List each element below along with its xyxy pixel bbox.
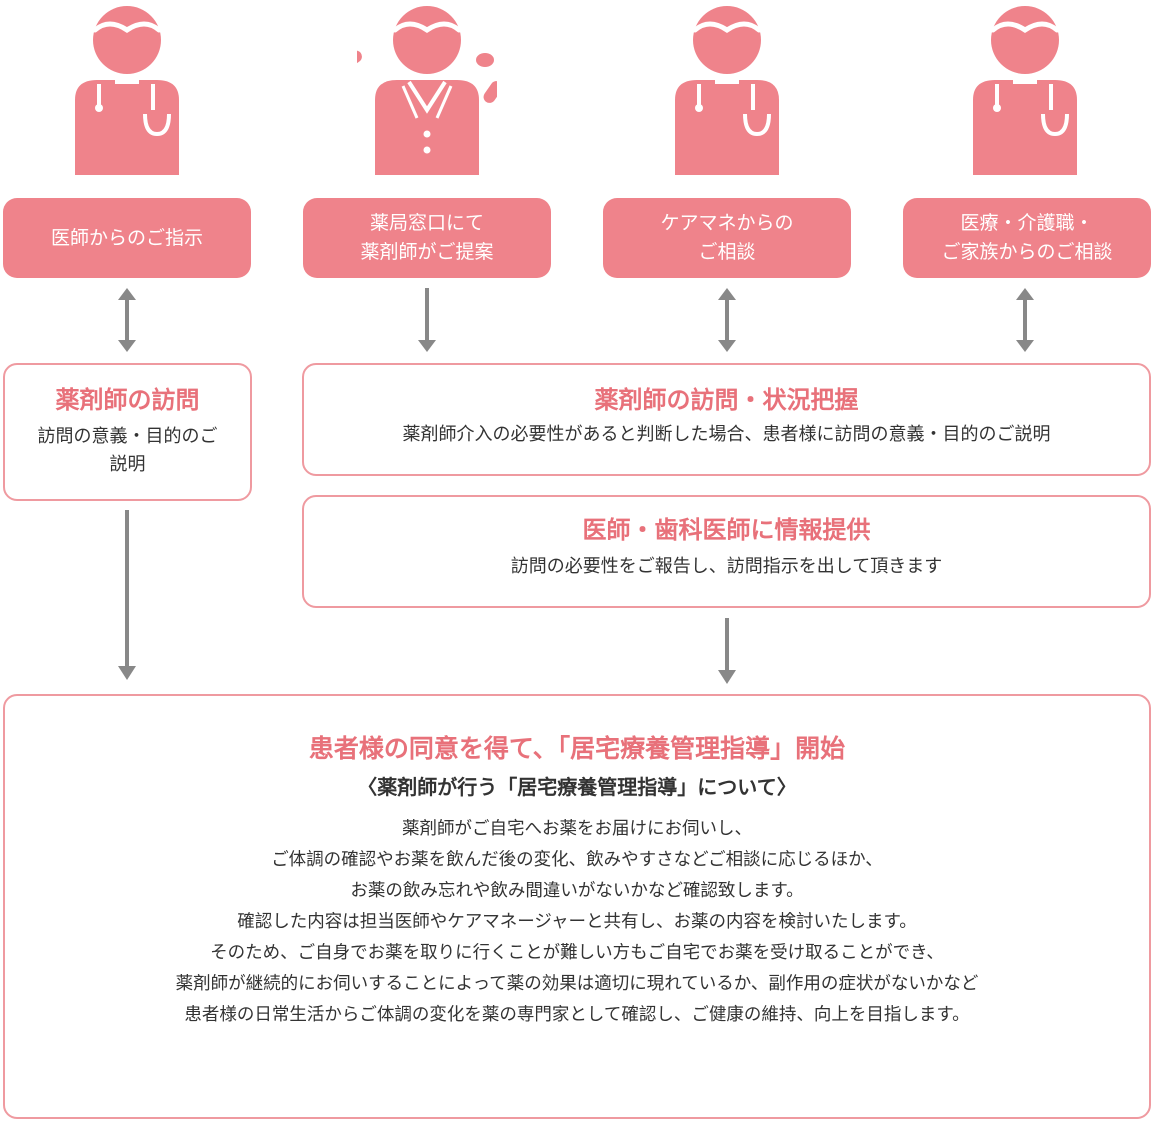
down-arrow-icon (115, 510, 139, 682)
main-body-line: そのため、ご自身でお薬を取りに行くことが難しい方もご自宅でお薬を受け取ることがで… (210, 943, 944, 963)
source-doctor-instruction: 医師からのご指示 (3, 198, 251, 278)
visit-right-title: 薬剤師の訪問・状況把握 (594, 386, 859, 414)
double-arrow-icon (1013, 286, 1037, 354)
main-body-line: 確認した内容は担当医師やケアマネージャーと共有し、お薬の内容を検討いたします。 (237, 912, 917, 932)
pharmacist-figure (357, 0, 497, 175)
visit-left-text: 訪問の意義・目的のご 説明 (37, 426, 218, 475)
main-body-line: お薬の飲み忘れや飲み間違いがないかなど確認致します。 (350, 881, 804, 901)
visit-left-title: 薬剤師の訪問 (55, 386, 200, 414)
double-arrow-icon (715, 286, 739, 354)
down-arrow-icon (715, 618, 739, 686)
main-title: 患者様の同意を得て、「居宅療養管理指導」開始 (308, 734, 846, 763)
source-pharmacy-proposal: 薬局窓口にて 薬剤師がご提案 (303, 198, 551, 278)
report-title: 医師・歯科医師に情報提供 (582, 516, 871, 544)
pharmacist-icon (357, 6, 497, 175)
main-subtitle: 〈薬剤師が行う「居宅療養管理指導」について〉 (357, 775, 797, 799)
main-body-line: ご体調の確認やお薬を飲んだ後の変化、飲みやすさなどご相談に応じるほか、 (271, 850, 883, 870)
care-manager-icon (675, 6, 779, 175)
down-arrow-icon (415, 286, 439, 354)
main-body-line: 患者様の日常生活からご体調の変化を薬の専門家として確認し、ご健康の維持、向上を目… (184, 1005, 970, 1025)
main-guidance-card: 患者様の同意を得て、「居宅療養管理指導」開始 〈薬剤師が行う「居宅療養管理指導」… (3, 694, 1151, 1119)
medical-staff-icon (973, 6, 1077, 175)
source-care-manager-consult: ケアマネからの ご相談 (603, 198, 851, 278)
report-text: 訪問の必要性をご報告し、訪問指示を出して頂きます (510, 556, 943, 577)
medical-staff-figure (955, 0, 1095, 175)
care-manager-figure (657, 0, 797, 175)
visit-left-card: 薬剤師の訪問 訪問の意義・目的のご 説明 (3, 363, 252, 501)
visit-right-card: 薬剤師の訪問・状況把握 薬剤師介入の必要性があると判断した場合、患者様に訪問の意… (302, 363, 1151, 476)
double-arrow-icon (115, 286, 139, 354)
report-card: 医師・歯科医師に情報提供 訪問の必要性をご報告し、訪問指示を出して頂きます (302, 495, 1151, 608)
doctor-figure (57, 0, 197, 175)
doctor-icon (75, 6, 179, 175)
main-body-line: 薬剤師が継続的にお伺いすることによって薬の効果は適切に現れているか、副作用の症状… (175, 974, 979, 994)
source-family-consult: 医療・介護職・ ご家族からのご相談 (903, 198, 1151, 278)
main-body-line: 薬剤師がご自宅へお薬をお届けにお伺いし、 (402, 819, 752, 839)
visit-right-text: 薬剤師介入の必要性があると判断した場合、患者様に訪問の意義・目的のご説明 (402, 424, 1051, 445)
main-body: 薬剤師がご自宅へお薬をお届けにお伺いし、 ご体調の確認やお薬を飲んだ後の変化、飲… (5, 814, 1149, 1031)
